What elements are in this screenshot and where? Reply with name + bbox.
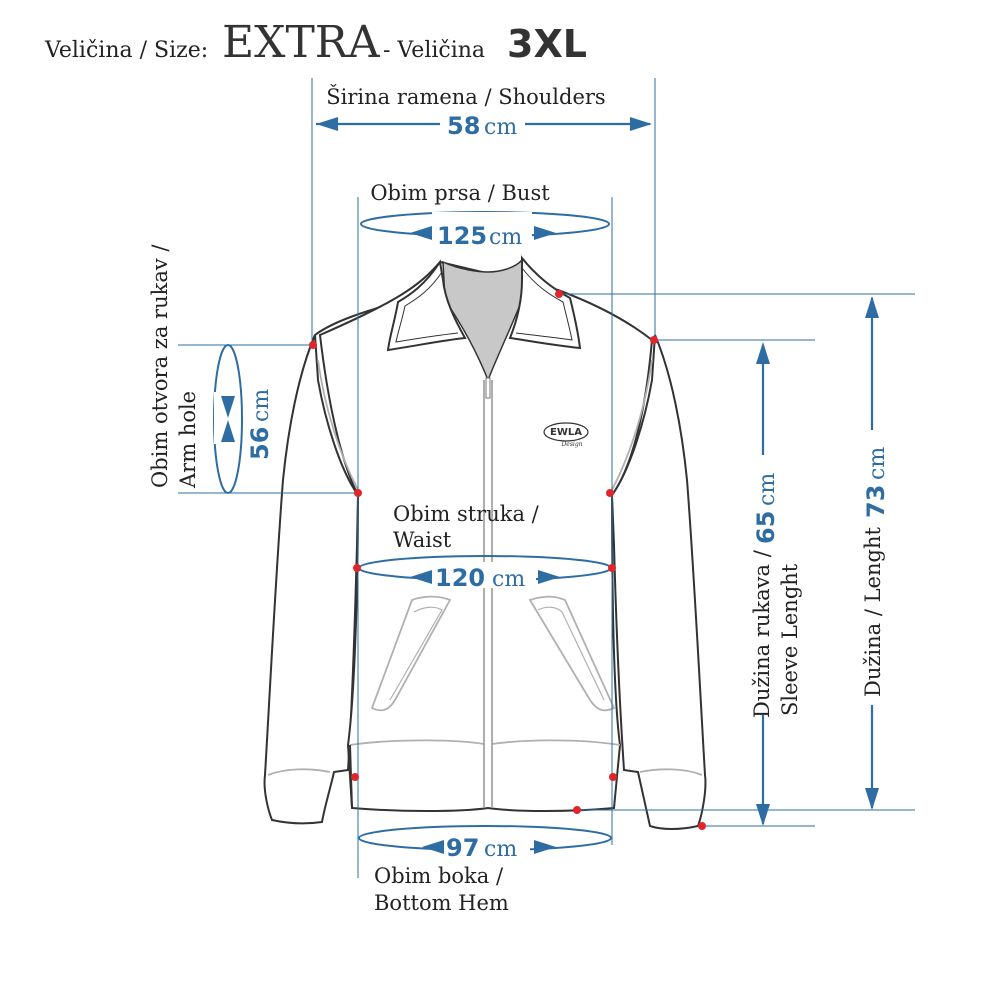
armhole-label-1: Obim otvora za rukav /	[148, 244, 172, 488]
marker-right-shoulder	[650, 336, 658, 344]
left-pocket	[370, 595, 452, 712]
right-sleeve	[610, 334, 707, 830]
size-label: Veličina / Size:	[44, 38, 208, 63]
zipper	[483, 380, 493, 808]
shoulders-unit: cm	[484, 115, 517, 140]
marker-left-armpit	[354, 489, 362, 497]
collar-left-stitch	[395, 271, 459, 343]
right-cuff-seam	[639, 768, 703, 776]
brand-name: EXTRA	[222, 17, 381, 68]
armhole-value: 56	[246, 427, 274, 460]
size-label-2: - Veličina	[383, 38, 485, 63]
armhole-unit: cm	[249, 389, 274, 422]
sleeve-length-value: 65	[752, 511, 780, 544]
svg-text:EWLA: EWLA	[550, 427, 582, 438]
right-pocket	[528, 595, 616, 712]
shoulders-label: Širina ramena / Shoulders	[326, 84, 605, 109]
bust-label: Obim prsa / Bust	[370, 181, 550, 205]
waist-value: 120	[435, 564, 485, 592]
hem-label-1: Obim boka /	[374, 864, 504, 888]
waist-label-1: Obim struka /	[393, 502, 540, 526]
sleeve-length-label-2: Sleeve Lenght	[778, 563, 802, 716]
waist-unit: cm	[492, 567, 525, 592]
bust-unit: cm	[489, 225, 522, 250]
marker-collar	[555, 290, 563, 298]
size-value: 3XL	[507, 22, 587, 66]
length-dimension: Dužina / Lenght 73 cm	[861, 296, 890, 810]
brand-logo: EWLA Design	[543, 422, 589, 448]
marker-left-shoulder	[309, 341, 317, 349]
hem-band-left	[349, 744, 353, 809]
collar-right-stitch	[515, 267, 573, 341]
left-pocket-inner	[389, 606, 443, 701]
waist-dimension: Obim struka / Waist 120 cm	[358, 502, 612, 592]
marker-right-waist	[608, 564, 616, 572]
bust-value: 125	[437, 222, 487, 250]
armhole-dimension: 56 cm Obim otvora za rukav / Arm hole	[148, 244, 274, 494]
length-value: 73	[862, 485, 890, 518]
armhole-label-2: Arm hole	[176, 391, 200, 489]
right-armhole-seam	[611, 359, 653, 491]
marker-bottom	[573, 806, 581, 814]
marker-cuff	[698, 822, 706, 830]
marker-right-hem	[609, 773, 617, 781]
sleeve-length-dimension: Dužina rukava / 65 cm Sleeve Lenght	[750, 342, 802, 826]
waist-label-2: Waist	[393, 528, 452, 552]
measurement-markers	[309, 290, 706, 830]
shoulders-value: 58	[447, 112, 480, 140]
length-label: Dužina / Lenght	[861, 527, 885, 697]
hem-band-seam	[349, 739, 621, 746]
right-pocket-inner	[537, 606, 605, 701]
bust-dimension: Obim prsa / Bust 125 cm	[360, 181, 610, 250]
hem-dimension: 97 cm Obim boka / Bottom Hem	[358, 825, 612, 915]
guide-lines	[178, 78, 915, 878]
hem-unit: cm	[484, 837, 517, 862]
svg-text:Design: Design	[560, 441, 582, 448]
shoulders-dimension: Širina ramena / Shoulders 58 cm	[316, 84, 652, 140]
collar-left	[386, 259, 467, 352]
marker-left-hem	[351, 773, 359, 781]
marker-left-waist	[353, 564, 361, 572]
length-unit: cm	[865, 447, 890, 480]
marker-right-armpit	[606, 489, 614, 497]
hem-label-2: Bottom Hem	[374, 891, 509, 915]
hem-value: 97	[446, 834, 479, 862]
sleeve-length-unit: cm	[755, 473, 780, 506]
zipper-puller	[485, 377, 491, 399]
left-armhole-seam	[317, 359, 359, 491]
sleeve-length-label-1: Dužina rukava /	[750, 549, 774, 718]
left-cuff-seam	[267, 768, 331, 776]
